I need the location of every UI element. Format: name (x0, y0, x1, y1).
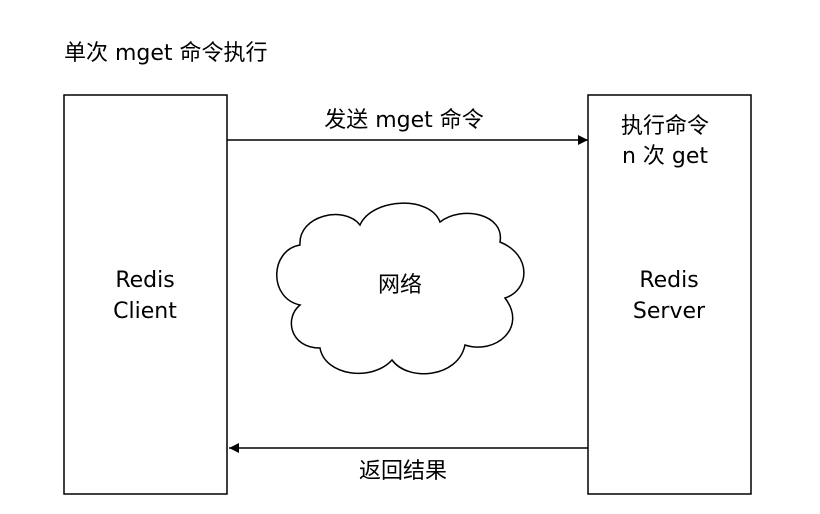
server-label-line1: Redis (639, 268, 698, 293)
server-label-line2: Server (633, 299, 706, 324)
network-label: 网络 (378, 273, 422, 298)
server-note-line2: n 次 get (622, 144, 708, 169)
network-cloud-icon (276, 202, 525, 375)
client-box (63, 94, 228, 495)
server-note-line1: 执行命令 (621, 114, 709, 139)
client-label-line2: Client (113, 299, 177, 324)
response-arrow-label: 返回结果 (359, 459, 447, 484)
request-arrow-label: 发送 mget 命令 (324, 108, 484, 133)
client-label-line1: Redis (115, 268, 174, 293)
server-box (587, 94, 752, 495)
diagram-title: 单次 mget 命令执行 (64, 41, 268, 66)
